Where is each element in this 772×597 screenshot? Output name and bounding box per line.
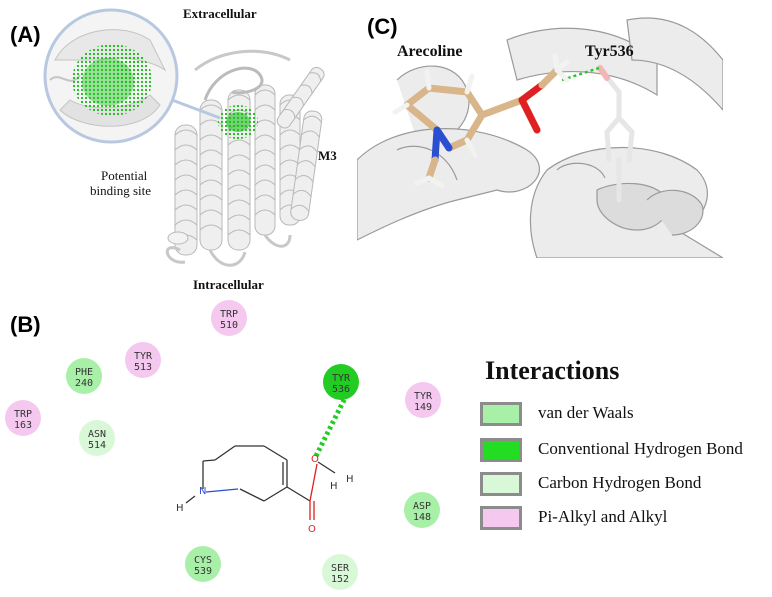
atom-h3-label: H — [346, 474, 354, 485]
residue-name: CYS — [194, 555, 212, 566]
residue-disc — [211, 300, 247, 336]
residue-name: TRP — [220, 309, 238, 320]
arecoline-2d-structure — [185, 445, 336, 504]
arecoline-model — [403, 66, 561, 182]
residue-number: 148 — [413, 512, 431, 523]
legend-swatch-vdw — [480, 402, 522, 426]
legend-label-pi-alkyl: Pi-Alkyl and Alkyl — [538, 507, 668, 526]
panel-a-label: (A) — [10, 22, 41, 47]
residue-number: 513 — [134, 362, 152, 373]
intracellular-label: Intracellular — [193, 277, 264, 292]
panel-c-label: (C) — [367, 14, 398, 39]
residue-name: PHE — [75, 367, 93, 378]
residue-number: 536 — [332, 384, 350, 395]
protein-structure-illustration — [43, 8, 325, 267]
residue-name: ASP — [413, 501, 431, 512]
docking-pose-illustration — [357, 0, 723, 258]
hbond-dash-2d — [313, 386, 353, 458]
residue-disc — [5, 400, 41, 436]
legend-swatch-pi-alkyl — [480, 506, 522, 530]
residue-disc — [405, 382, 441, 418]
legend-label-carbon-hbond: Carbon Hydrogen Bond — [538, 473, 702, 492]
residue-number: 514 — [88, 440, 106, 451]
interaction-diagram: N H O O H H TRP510TYR513PHE240TRP163ASN5… — [5, 300, 441, 590]
panel-b-label: (B) — [10, 312, 41, 337]
protein-helices — [165, 49, 325, 267]
residue-name: SER — [331, 563, 350, 574]
residue-number: 240 — [75, 378, 93, 389]
residue-disc — [125, 342, 161, 378]
atom-h1-label: H — [176, 503, 184, 514]
residue-name: TYR — [414, 391, 433, 402]
legend-label-conv-hbond: Conventional Hydrogen Bond — [538, 439, 743, 458]
residue-name: TYR — [134, 351, 153, 362]
residue-disc — [79, 420, 115, 456]
ligand-label: Arecoline — [397, 43, 463, 60]
binding-site-grid — [218, 105, 258, 139]
binding-site-zoom-circle — [43, 8, 179, 144]
atom-h2-label: H — [330, 481, 338, 492]
legend-label-vdw: van der Waals — [538, 403, 634, 422]
residue-disc — [404, 492, 440, 528]
site-label-line1: Potential — [101, 168, 148, 183]
atom-n-label: N — [199, 486, 206, 497]
residue-name: TYR — [332, 373, 351, 384]
extracellular-label: Extracellular — [183, 6, 257, 21]
residue-disc — [185, 546, 221, 582]
residue-disc — [323, 364, 359, 400]
residue-number: 510 — [220, 320, 238, 331]
legend-title: Interactions — [485, 356, 620, 385]
residue-disc — [66, 358, 102, 394]
panel-a: (A) — [0, 0, 360, 300]
legend-swatch-carbon-hbond — [480, 472, 522, 496]
residue-number: 149 — [414, 402, 432, 413]
atom-o-ester-label: O — [311, 454, 319, 465]
site-label-line2: binding site — [90, 183, 152, 198]
zoom-connector-line — [171, 98, 221, 120]
legend-swatch-conv-hbond — [480, 438, 522, 462]
residue-disc — [322, 554, 358, 590]
residue-3d-label: Tyr536 — [585, 43, 634, 60]
panel-b: (B) N H O O H H TR — [0, 296, 772, 597]
panel-c: (C) Arecoline Tyr536 — [357, 0, 723, 258]
residue-name: TRP — [14, 409, 32, 420]
residue-name: ASN — [88, 429, 106, 440]
residue-number: 163 — [14, 420, 32, 431]
residue-number: 152 — [331, 574, 349, 585]
residue-number: 539 — [194, 566, 212, 577]
atom-o-carbonyl-label: O — [308, 524, 316, 535]
receptor-label: M3 — [318, 148, 337, 163]
